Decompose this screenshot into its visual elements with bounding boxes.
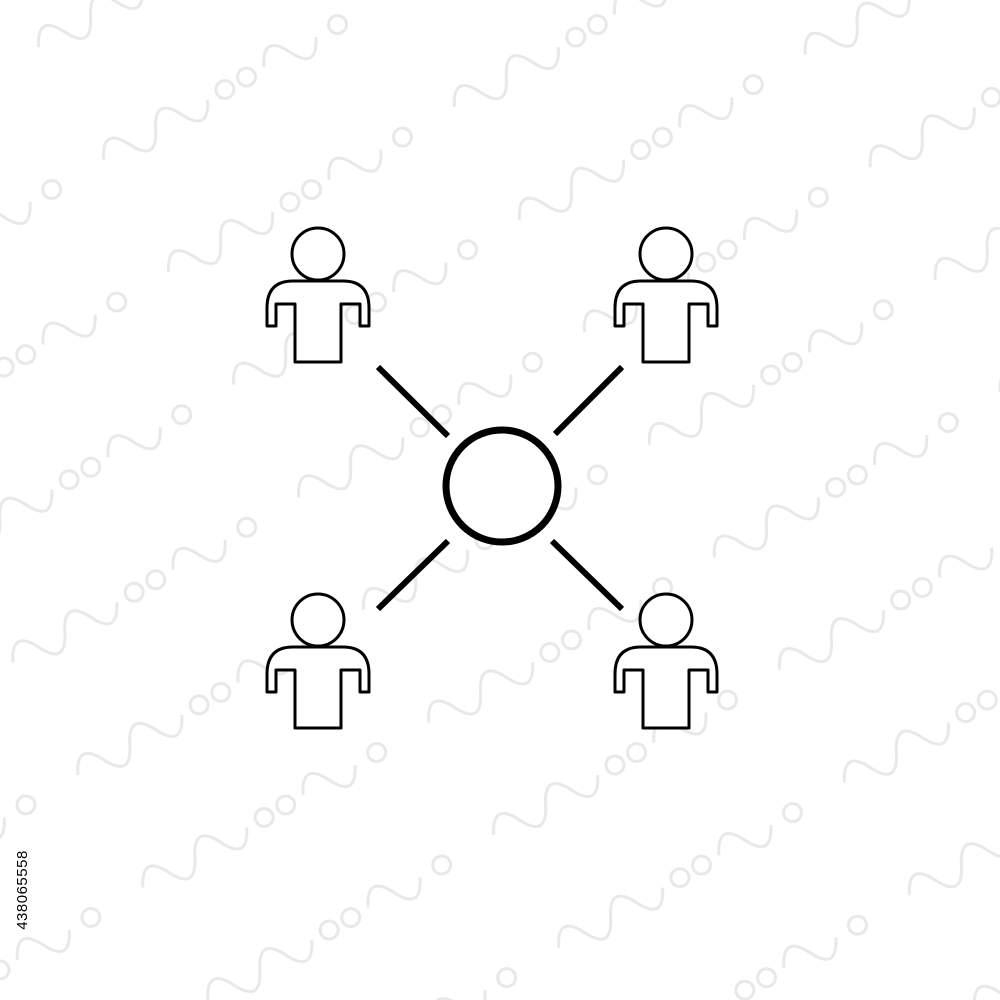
stock-id-label: 438065558 <box>12 850 32 930</box>
connector-top-left <box>375 364 451 439</box>
connector-bottom-left <box>375 538 451 612</box>
person-top-right-icon <box>613 226 719 364</box>
person-top-left-icon <box>265 226 371 364</box>
hub-circle-icon <box>442 426 562 546</box>
connector-top-right <box>552 364 625 437</box>
stock-id-text: 438065558 <box>13 850 31 930</box>
person-bottom-left-icon <box>265 592 371 730</box>
connector-bottom-right <box>549 538 625 612</box>
person-bottom-right-icon <box>613 592 719 730</box>
